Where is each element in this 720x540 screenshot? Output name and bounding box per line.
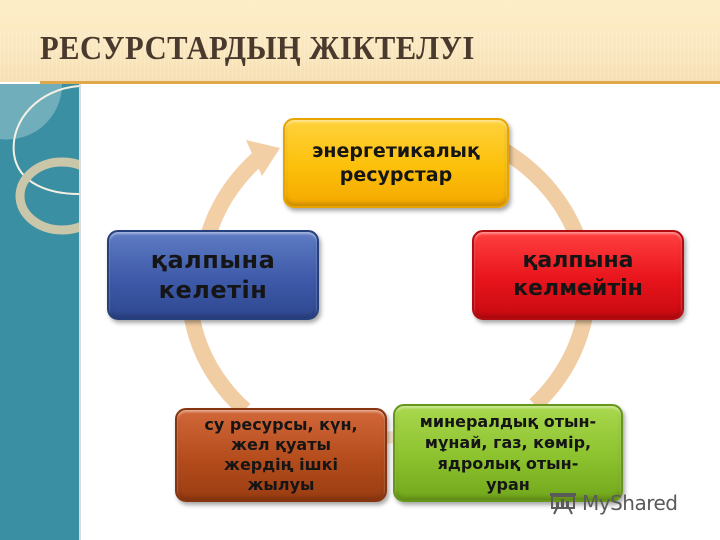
node-line: ресурстар: [339, 164, 453, 186]
node-line: уран: [486, 475, 530, 494]
node-line: энергетикалық: [312, 140, 480, 162]
node-line: жел қуаты: [231, 435, 331, 454]
presentation-board-icon: [550, 493, 576, 515]
node-line: мұнай, газ, көмір,: [424, 433, 592, 452]
header-texture: [0, 30, 720, 82]
node-non-renewable: қалпына келмейтін: [472, 230, 684, 320]
myshared-watermark[interactable]: MyShared: [548, 490, 678, 516]
node-line: қалпына: [150, 246, 276, 274]
node-renewable: қалпына келетін: [107, 230, 319, 320]
node-energy-resources: энергетикалық ресурстар: [283, 118, 509, 208]
title-underline: [40, 81, 720, 84]
decorative-swirl-icon: [0, 84, 79, 235]
decorative-side-panel: [0, 84, 79, 540]
node-line: су ресурсы, күн,: [204, 415, 358, 434]
node-line: қалпына: [522, 248, 634, 273]
slide-title: РЕСУРСТАРДЫҢ ЖІКТЕЛУІ: [40, 30, 475, 67]
node-renewable-examples: су ресурсы, күн, жел қуаты жердің ішкі ж…: [175, 408, 387, 502]
node-line: келмейтін: [513, 276, 643, 301]
slide-header: [0, 0, 720, 82]
node-mineral-fuel-examples: минералдық отын- мұнай, газ, көмір, ядро…: [393, 404, 623, 502]
side-panel-edge: [79, 84, 81, 540]
node-line: келетін: [158, 276, 268, 304]
node-line: жердің ішкі: [224, 455, 338, 474]
node-line: ядролық отын-: [437, 454, 579, 473]
node-line: жылуы: [247, 475, 315, 494]
node-line: минералдық отын-: [419, 412, 597, 431]
watermark-text: MyShared: [582, 491, 678, 515]
